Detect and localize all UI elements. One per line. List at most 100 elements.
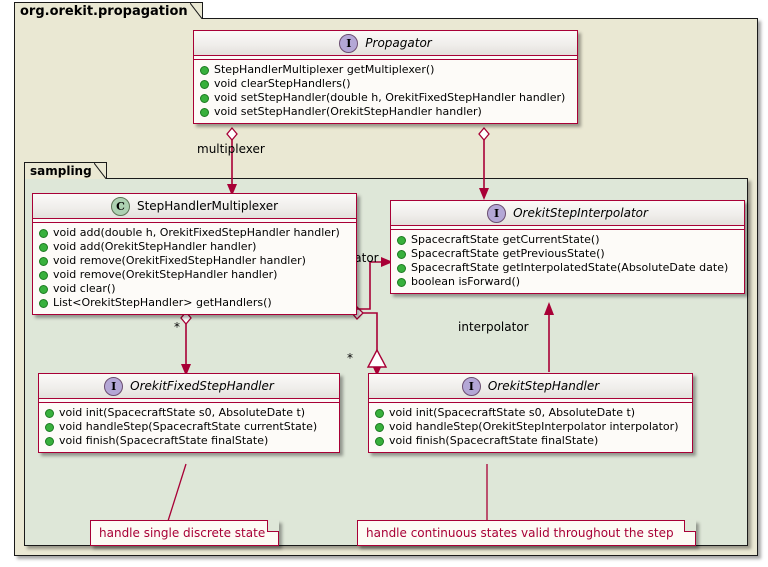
class-header-orekit-fixed-step-handler: I OrekitFixedStepHandler [39, 374, 339, 399]
multiplicity-step-handler: * [347, 351, 353, 365]
class-box-orekit-step-handler[interactable]: I OrekitStepHandler void init(Spacecraft… [368, 373, 693, 453]
member-row: void init(SpacecraftState s0, AbsoluteDa… [43, 406, 335, 420]
package-tab-inner-corner [93, 163, 107, 179]
edge-label-interpolator-stephandler: interpolator [458, 320, 529, 334]
member-row: void clearStepHandlers() [198, 77, 573, 91]
member-row: void remove(OrekitFixedStepHandler handl… [37, 254, 352, 268]
member-label: SpacecraftState getPreviousState() [411, 247, 605, 260]
public-member-icon [39, 256, 48, 266]
class-header-orekit-step-interpolator: I OrekitStepInterpolator [391, 201, 744, 226]
member-label: void init(SpacecraftState s0, AbsoluteDa… [389, 406, 636, 419]
member-label: List<OrekitStepHandler> getHandlers() [53, 296, 272, 309]
member-row: void add(OrekitStepHandler handler) [37, 240, 352, 254]
public-member-icon [45, 436, 54, 446]
public-member-icon [39, 284, 48, 294]
member-label: void remove(OrekitStepHandler handler) [53, 268, 278, 281]
class-name-orekit-step-handler: OrekitStepHandler [487, 379, 600, 393]
public-member-icon [397, 249, 406, 259]
interface-badge-icon: I [104, 376, 124, 396]
class-attr-compartment-step-handler [369, 399, 692, 403]
public-member-icon [397, 263, 406, 273]
class-methods-propagator: StepHandlerMultiplexer getMultiplexer() … [194, 60, 577, 123]
class-attr-compartment-multiplexer [33, 219, 356, 223]
member-row: void add(double h, OrekitFixedStepHandle… [37, 226, 352, 240]
interface-badge-icon: I [487, 203, 507, 223]
public-member-icon [39, 242, 48, 252]
public-member-icon [200, 65, 209, 75]
class-attr-compartment-propagator [194, 56, 577, 60]
member-row: List<OrekitStepHandler> getHandlers() [37, 296, 352, 310]
member-label: void handleStep(SpacecraftState currentS… [59, 420, 318, 433]
member-label: StepHandlerMultiplexer getMultiplexer() [214, 63, 435, 76]
member-label: void remove(OrekitFixedStepHandler handl… [53, 254, 306, 267]
interface-badge-icon: I [461, 376, 481, 396]
note-text: handle single discrete state [99, 525, 266, 540]
public-member-icon [39, 298, 48, 308]
note-text: handle continuous states valid throughou… [366, 525, 674, 540]
member-label: void clear() [53, 282, 116, 295]
class-attr-compartment-interpolator [391, 226, 744, 230]
member-label: void finish(SpacecraftState finalState) [389, 434, 599, 447]
multiplicity-fixed-handler: * [174, 320, 180, 334]
member-row: void finish(SpacecraftState finalState) [373, 434, 688, 448]
member-row: void setStepHandler(OrekitStepHandler ha… [198, 105, 573, 119]
member-row: void clear() [37, 282, 352, 296]
member-label: void add(double h, OrekitFixedStepHandle… [53, 226, 340, 239]
public-member-icon [39, 270, 48, 280]
public-member-icon [39, 228, 48, 238]
package-tab-outer: org.orekit.propagation [14, 2, 203, 19]
member-label: SpacecraftState getInterpolatedState(Abs… [411, 261, 729, 274]
note-handle-continuous-states: handle continuous states valid throughou… [357, 520, 696, 546]
public-member-icon [200, 107, 209, 117]
class-header-propagator: I Propagator [194, 31, 577, 56]
member-label: void add(OrekitStepHandler handler) [53, 240, 257, 253]
class-box-orekit-step-interpolator[interactable]: I OrekitStepInterpolator SpacecraftState… [390, 200, 745, 294]
class-box-propagator[interactable]: I Propagator StepHandlerMultiplexer getM… [193, 30, 578, 124]
public-member-icon [45, 408, 54, 418]
member-label: void handleStep(OrekitStepInterpolator i… [389, 420, 679, 433]
member-row: boolean isForward() [395, 275, 740, 289]
class-badge-icon: C [110, 196, 130, 216]
member-row: void remove(OrekitStepHandler handler) [37, 268, 352, 282]
class-header-orekit-step-handler: I OrekitStepHandler [369, 374, 692, 399]
public-member-icon [200, 79, 209, 89]
package-tab-inner: sampling [24, 162, 107, 179]
interface-badge-icon: I [339, 33, 359, 53]
class-methods-step-handler: void init(SpacecraftState s0, AbsoluteDa… [369, 403, 692, 452]
member-row: StepHandlerMultiplexer getMultiplexer() [198, 63, 573, 77]
member-label: void setStepHandler(double h, OrekitFixe… [214, 91, 566, 104]
public-member-icon [397, 235, 406, 245]
package-tab-outer-corner [189, 3, 203, 19]
member-label: void setStepHandler(OrekitStepHandler ha… [214, 105, 482, 118]
member-row: SpacecraftState getPreviousState() [395, 247, 740, 261]
class-attr-compartment-fixed-handler [39, 399, 339, 403]
member-label: void clearStepHandlers() [214, 77, 351, 90]
public-member-icon [375, 408, 384, 418]
class-box-step-handler-multiplexer[interactable]: C StepHandlerMultiplexer void add(double… [32, 193, 357, 315]
member-row: void finish(SpacecraftState finalState) [43, 434, 335, 448]
class-name-propagator: Propagator [365, 36, 432, 50]
member-row: void handleStep(OrekitStepInterpolator i… [373, 420, 688, 434]
public-member-icon [397, 277, 406, 287]
class-name-step-handler-multiplexer: StepHandlerMultiplexer [136, 199, 279, 213]
class-name-orekit-step-interpolator: OrekitStepInterpolator [513, 206, 648, 220]
class-methods-multiplexer: void add(double h, OrekitFixedStepHandle… [33, 223, 356, 314]
package-outer-label: org.orekit.propagation [20, 3, 188, 19]
member-row: SpacecraftState getInterpolatedState(Abs… [395, 261, 740, 275]
class-box-orekit-fixed-step-handler[interactable]: I OrekitFixedStepHandler void init(Space… [38, 373, 340, 453]
member-label: void init(SpacecraftState s0, AbsoluteDa… [59, 406, 306, 419]
member-row: void setStepHandler(double h, OrekitFixe… [198, 91, 573, 105]
public-member-icon [375, 422, 384, 432]
class-name-orekit-fixed-step-handler: OrekitFixedStepHandler [130, 379, 274, 393]
note-fold-corner [684, 520, 696, 532]
member-label: boolean isForward() [411, 275, 521, 288]
public-member-icon [200, 93, 209, 103]
member-row: SpacecraftState getCurrentState() [395, 233, 740, 247]
class-methods-fixed-handler: void init(SpacecraftState s0, AbsoluteDa… [39, 403, 339, 452]
edge-label-multiplexer: multiplexer [197, 142, 265, 156]
public-member-icon [45, 422, 54, 432]
class-header-step-handler-multiplexer: C StepHandlerMultiplexer [33, 194, 356, 219]
member-label: void finish(SpacecraftState finalState) [59, 434, 269, 447]
public-member-icon [375, 436, 384, 446]
